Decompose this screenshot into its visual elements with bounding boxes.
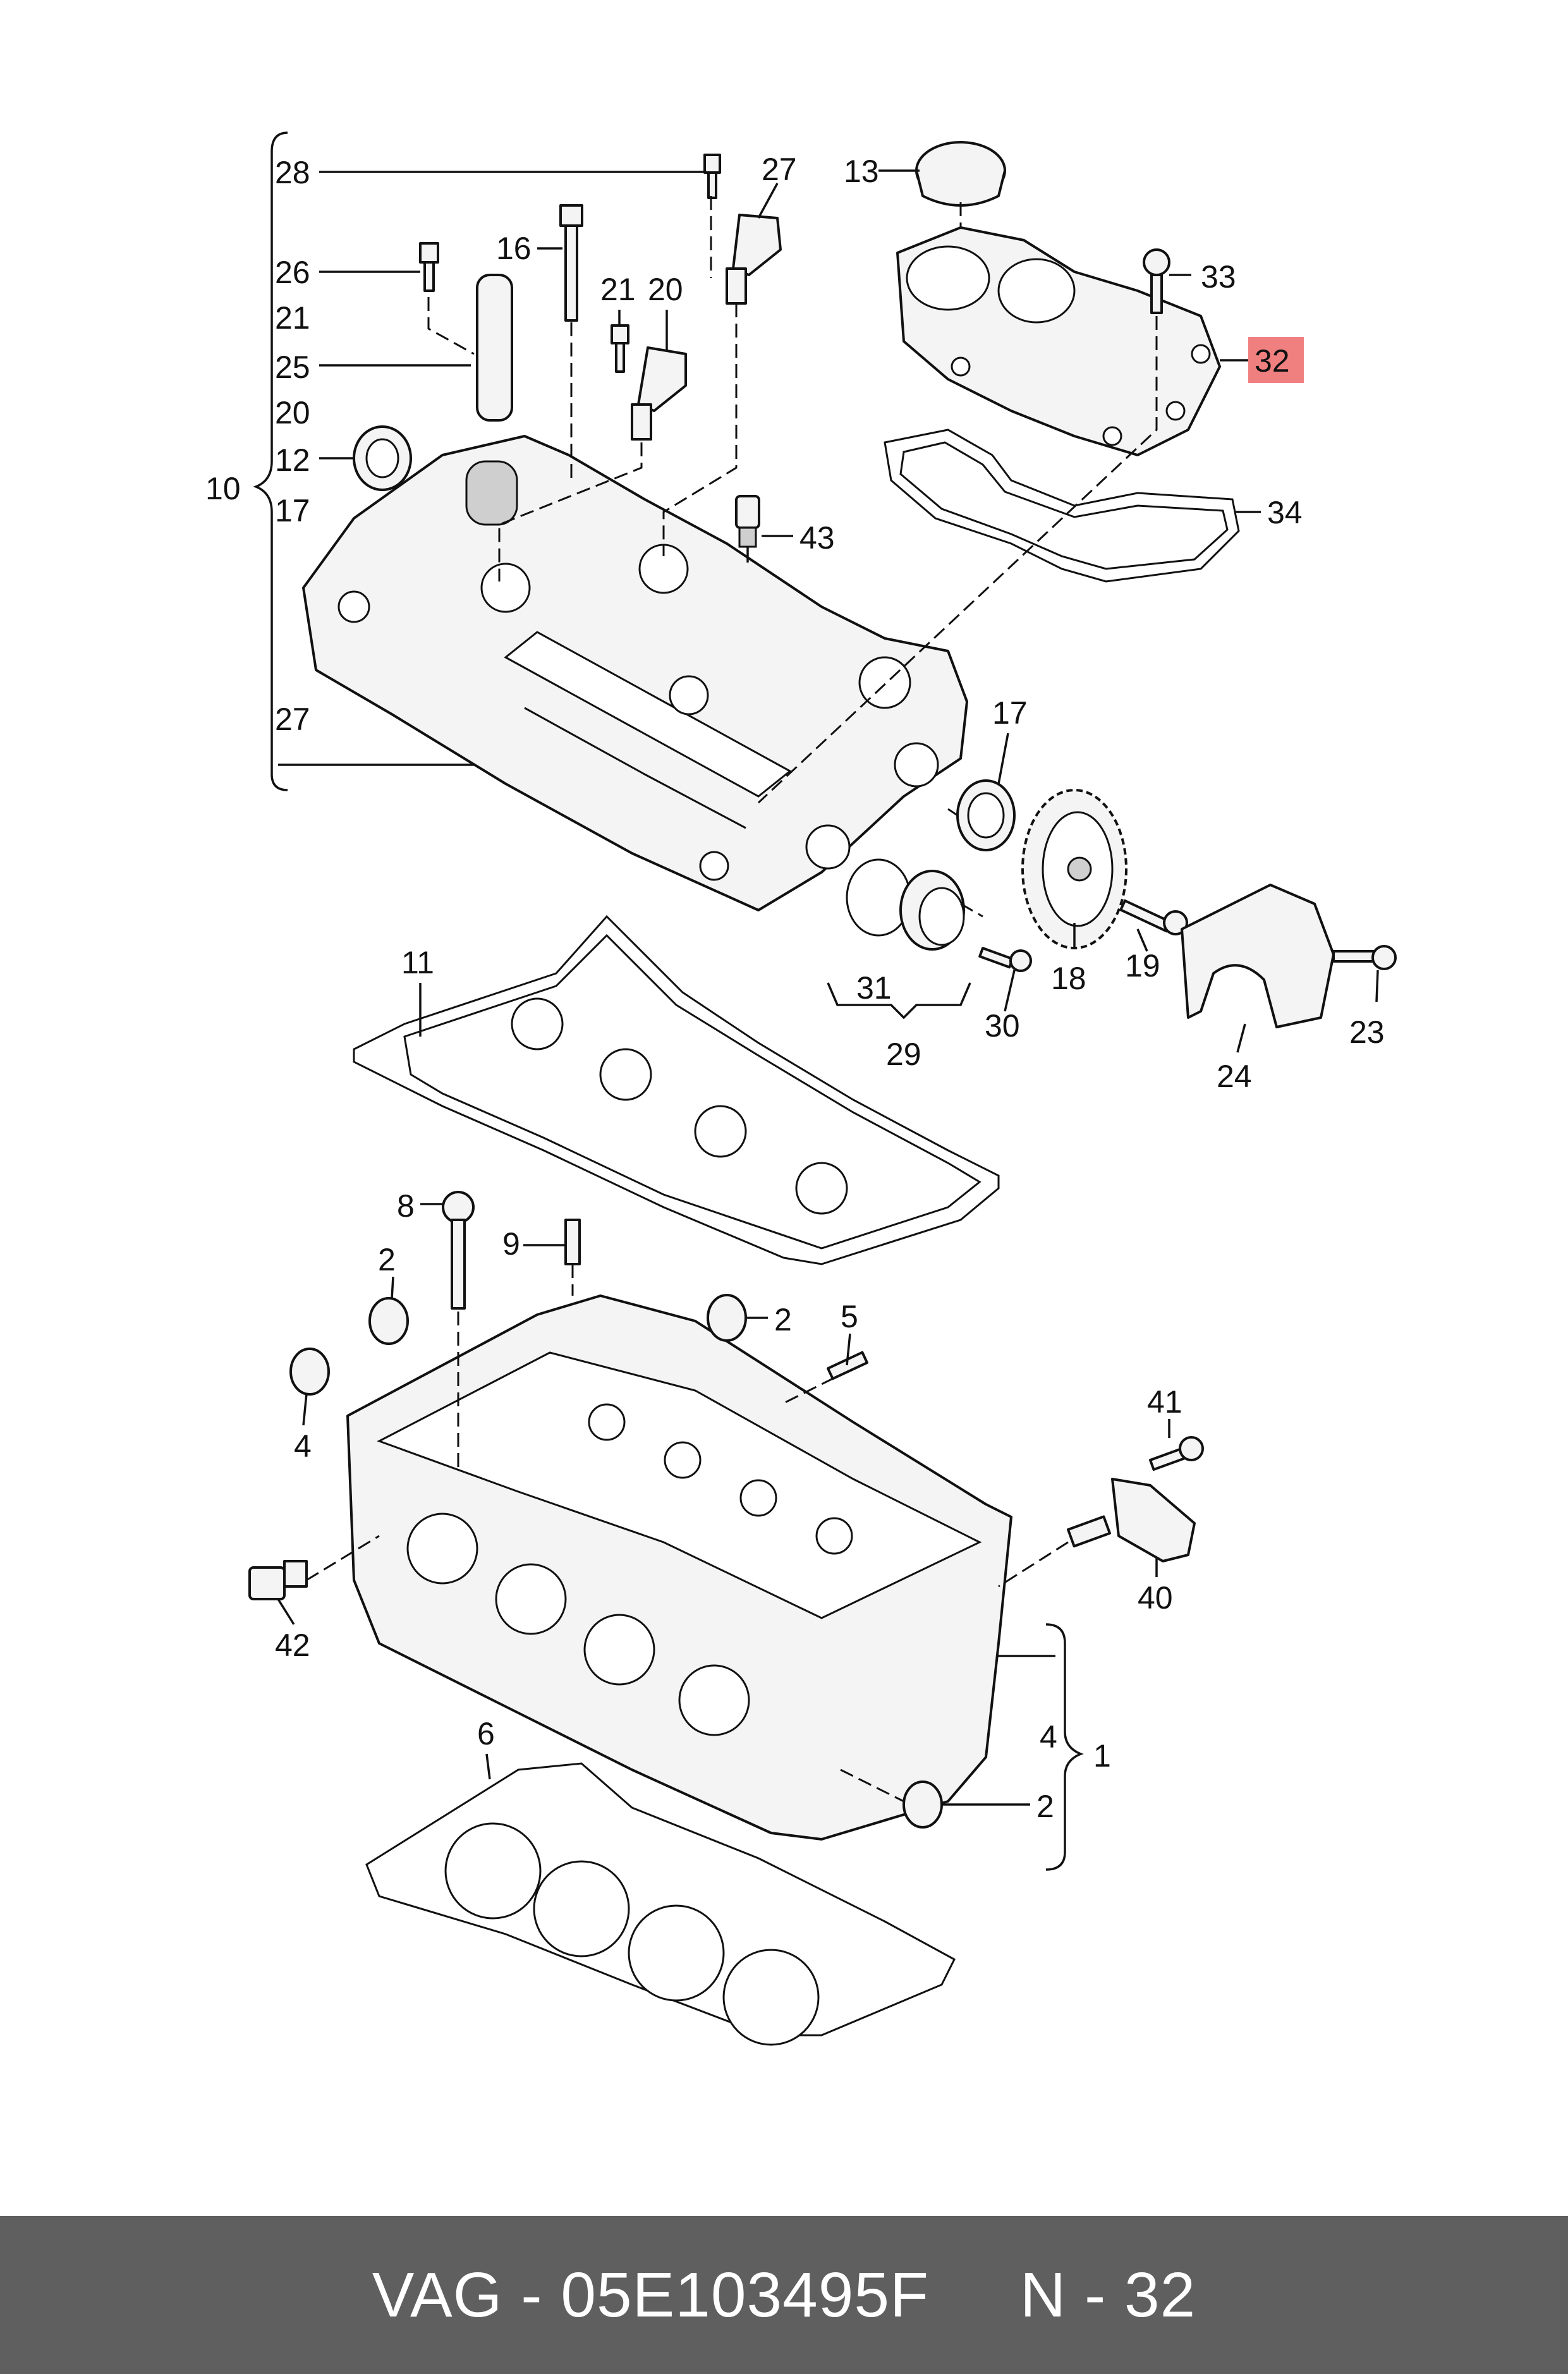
footer-brand: VAG	[372, 2259, 503, 2330]
callout-1: 1	[1093, 1738, 1111, 1774]
camshaft-sprocket	[1021, 789, 1127, 949]
gasket-11	[353, 915, 1000, 1265]
callout-2-top-right: 2	[774, 1302, 792, 1337]
callout-27-top: 27	[762, 152, 797, 187]
footer-part-number: 05E103495F	[561, 2259, 930, 2330]
callout-6: 6	[477, 1716, 495, 1751]
timing-cover-24	[1181, 884, 1335, 1028]
callout-28: 28	[275, 155, 310, 190]
plug-4	[289, 1348, 330, 1396]
bolt-16	[559, 204, 583, 322]
bolt-30	[978, 947, 1032, 972]
callout-23: 23	[1349, 1014, 1385, 1050]
callout-17-left: 17	[275, 493, 310, 528]
callout-21-left: 21	[275, 300, 310, 336]
callout-30: 30	[985, 1008, 1020, 1044]
callout-34: 34	[1267, 495, 1303, 530]
sensor-27	[726, 214, 782, 305]
callout-21-right: 21	[600, 272, 636, 307]
callout-26: 26	[275, 255, 310, 290]
callout-33: 33	[1201, 259, 1236, 295]
callout-2-top-left: 2	[378, 1242, 396, 1277]
footer-separator: -	[502, 2259, 561, 2330]
callout-27-bottom: 27	[275, 702, 310, 737]
callout-31: 31	[856, 970, 892, 1006]
cylinder-head	[346, 1294, 1012, 1841]
o-ring-31	[846, 858, 911, 937]
callout-5: 5	[841, 1299, 858, 1334]
callout-13: 13	[844, 154, 879, 189]
bolt-19	[1119, 899, 1188, 935]
camshaft-housing	[302, 435, 968, 911]
bolt-23	[1332, 945, 1397, 970]
bolt-41	[1149, 1436, 1204, 1471]
highlight-box-32	[1248, 337, 1304, 383]
callout-18: 18	[1051, 961, 1086, 996]
bracket-group-10	[253, 131, 474, 791]
footer-position-label: N - 32	[1019, 2259, 1196, 2330]
breather-housing-32	[896, 226, 1221, 456]
gasket-34	[884, 429, 1240, 583]
cap-29	[899, 870, 965, 951]
bolt-28	[703, 154, 721, 199]
head-bolt-8	[442, 1191, 475, 1310]
callout-20-right: 20	[648, 272, 683, 307]
callout-4-left: 4	[294, 1428, 312, 1464]
stud-9	[564, 1219, 581, 1265]
exploded-parts-diagram: 28 27 13 16 26 21 21 20 25 20 12 10 17 2…	[205, 131, 1397, 2046]
bolt-33	[1143, 248, 1170, 314]
callout-29: 29	[886, 1037, 921, 1072]
callout-41: 41	[1147, 1384, 1182, 1420]
head-gasket	[365, 1762, 956, 2046]
solenoid-valve	[465, 274, 518, 526]
callout-16: 16	[496, 231, 532, 266]
seal-17	[956, 779, 1016, 851]
callout-20-left: 20	[275, 395, 310, 430]
callout-2-bottom: 2	[1036, 1789, 1054, 1824]
plug-2-lower	[903, 1780, 943, 1829]
callout-42: 42	[275, 1628, 310, 1663]
sensor-40	[1067, 1478, 1196, 1562]
part-number-footer: VAG - 05E103495F N - 32	[0, 2216, 1568, 2374]
bracket-group-1	[995, 1623, 1084, 1871]
callout-17-right: 17	[992, 695, 1028, 731]
sensor-42	[248, 1560, 308, 1600]
callout-8: 8	[397, 1188, 415, 1224]
callout-40: 40	[1138, 1580, 1173, 1616]
bolt-26	[419, 242, 439, 292]
bracket-group-29	[827, 982, 971, 1020]
callout-19: 19	[1125, 948, 1160, 983]
plug-2-right	[707, 1294, 747, 1342]
callout-12: 12	[275, 442, 310, 478]
callout-32: 32	[1255, 343, 1290, 379]
callout-9: 9	[502, 1226, 520, 1262]
plug-2-left	[368, 1297, 409, 1345]
assembly-lines	[306, 196, 1158, 1803]
callout-4-right: 4	[1040, 1719, 1057, 1755]
callout-labels: 28 27 13 16 26 21 21 20 25 20 12 10 17 2…	[205, 152, 1385, 1824]
seal-12	[353, 425, 412, 491]
callout-25: 25	[275, 350, 310, 385]
footer-gap	[929, 2259, 1020, 2332]
callout-10: 10	[205, 471, 241, 506]
temp-sensor-43	[735, 495, 760, 563]
oil-cap	[915, 141, 1006, 207]
sensor-20	[631, 346, 687, 441]
callout-24: 24	[1217, 1059, 1252, 1094]
callout-43: 43	[799, 520, 835, 556]
bolt-21	[611, 324, 629, 373]
leader-lines	[277, 169, 1379, 1806]
dowel-pin-5	[826, 1351, 868, 1380]
callout-11: 11	[401, 945, 434, 980]
